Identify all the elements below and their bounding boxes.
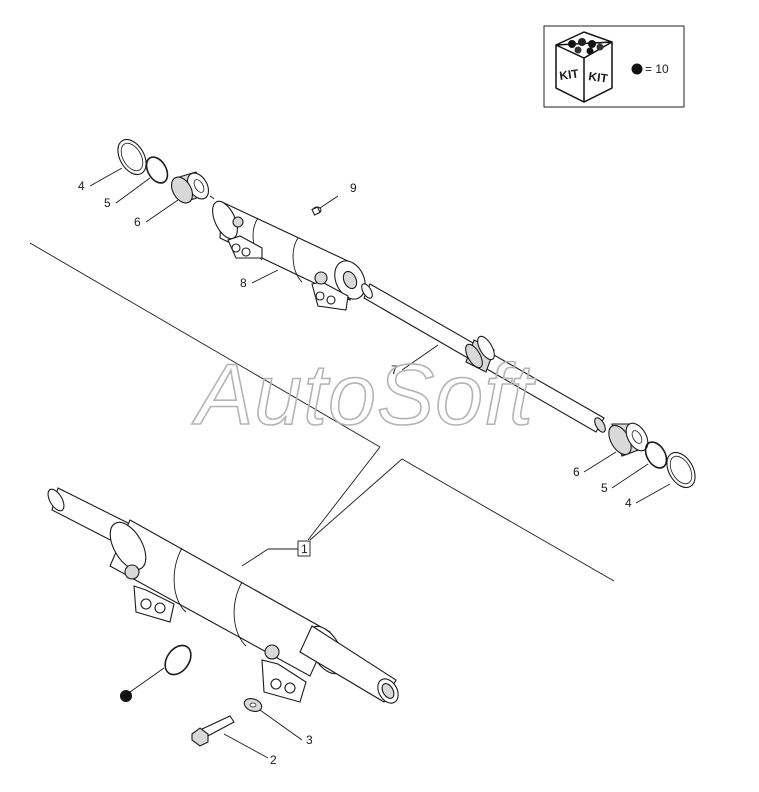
part-8-cylinder-barrel	[212, 200, 366, 311]
part-1-cylinder-assembly	[47, 487, 399, 704]
callout-2: 2	[270, 753, 277, 767]
part-6-upper-bushing	[170, 171, 210, 204]
kit-label-left: KIT	[558, 66, 580, 83]
callout-1: 1	[301, 542, 308, 556]
callout-4-upper: 4	[78, 179, 85, 193]
part-9-fitting	[311, 206, 322, 216]
callout-4-lower: 4	[625, 496, 632, 510]
kit-box-icon	[555, 31, 613, 103]
part-3-washer	[243, 698, 263, 712]
part-4-lower-snap-ring	[666, 451, 696, 489]
part-5-upper-o-ring	[145, 156, 169, 184]
part-5-lower-o-ring	[644, 441, 668, 469]
kit-bullet-icon	[631, 63, 643, 75]
callout-5-upper: 5	[104, 196, 111, 210]
part-6-lower-bushing	[608, 422, 649, 457]
kit-legend: KIT KIT = 10	[543, 25, 685, 108]
callout-5-lower: 5	[601, 481, 608, 495]
kit-label-right: KIT	[588, 69, 610, 86]
callout-3: 3	[306, 733, 313, 747]
callout-6-upper: 6	[134, 215, 141, 229]
callout-leaders	[89, 167, 671, 759]
part-7-piston-rod	[361, 283, 606, 433]
callout-7: 7	[391, 363, 398, 377]
callout-1-box: 1	[297, 540, 311, 557]
part-2-bolt	[191, 715, 235, 747]
callout-9: 9	[350, 181, 357, 195]
callout-6-lower: 6	[573, 465, 580, 479]
callout-8: 8	[240, 276, 247, 290]
assembly-guide-lines	[29, 242, 615, 582]
watermark: AutoSoft	[191, 347, 536, 443]
part-4-upper-snap-ring	[117, 138, 147, 176]
kit-o-ring	[120, 644, 192, 702]
kit-quantity: = 10	[645, 62, 669, 76]
